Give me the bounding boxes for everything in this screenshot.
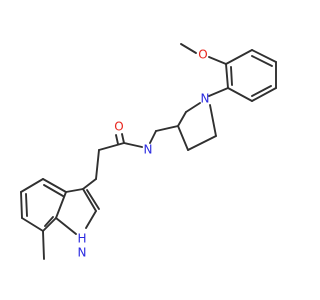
bond-carbonyl-o-a (121, 133, 125, 144)
bond-pyr-c4-c5 (187, 135, 217, 151)
atom-o-carbonyl: O (114, 120, 123, 134)
atom-n-pyrrolidine: N (201, 92, 210, 106)
bond-o-aryl (208, 56, 227, 65)
bond-c7-c7a (42, 217, 57, 232)
bond-phenyl-1 (225, 49, 253, 65)
bond-ca-cb (95, 149, 100, 180)
bond-phenyl-6 (225, 63, 229, 89)
bond-carbonyl-o-b (115, 134, 119, 145)
bond-phenyl-6-inner (230, 66, 233, 86)
bond-c5-c6-inner (25, 193, 28, 217)
bond-phenyl-4-inner (251, 85, 272, 97)
bond-c3a-c4 (42, 178, 67, 193)
structure-diagram: O N O N H N (20, 43, 277, 260)
bond-aryl-n (208, 87, 229, 97)
bond-c3-ch2 (155, 125, 179, 132)
bond-c3-c2 (82, 188, 97, 212)
bond-c4-c5 (20, 178, 44, 193)
bond-c3a-c7a (55, 191, 67, 219)
bond-phenyl-4 (251, 87, 277, 102)
bond-methyl-o (180, 43, 197, 54)
bond-c3-c2-inner (86, 189, 100, 210)
bond-pyr-n-c2 (185, 102, 201, 113)
atom-h-indole: H (77, 232, 86, 246)
bond-pyr-c2-c3 (177, 111, 187, 127)
bond-pyr-c3-c4 (177, 125, 189, 151)
atom-o-methoxy: O (198, 48, 207, 62)
bond-nh-carbonyl (123, 142, 143, 148)
bond-phenyl-2 (251, 49, 277, 63)
molecule-canvas: O N O N H N (20, 43, 277, 260)
bond-c7-methyl (42, 230, 45, 260)
bond-ch2-nh (149, 130, 157, 144)
bond-phenyl-5 (227, 87, 253, 102)
bond-c6-c7 (21, 217, 44, 232)
bond-cb-c3 (82, 178, 97, 190)
bond-c7-c7a-inner (44, 216, 54, 227)
bond-c5-c6 (20, 191, 23, 219)
bond-c3-c3a (65, 188, 84, 193)
bond-c3a-c4-inner (43, 184, 64, 197)
bond-c2-n1 (85, 210, 97, 229)
bond-phenyl-2-inner (251, 55, 273, 67)
atom-n-amide: N (144, 143, 153, 157)
bond-carbonyl-ca (98, 142, 125, 151)
atom-n-indole: N (78, 246, 87, 260)
bond-n1-c7a (55, 217, 77, 235)
bond-pyr-c5-n (209, 104, 217, 137)
